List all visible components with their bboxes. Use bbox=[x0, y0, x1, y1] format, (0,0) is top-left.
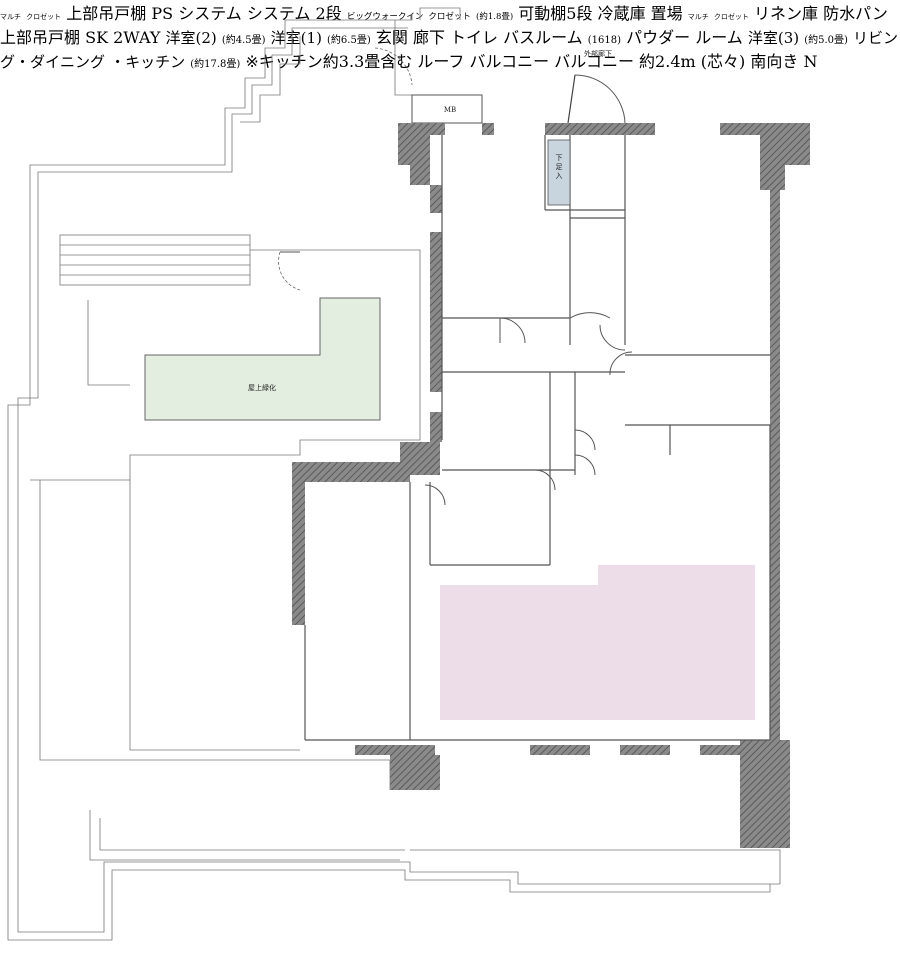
multi-closet-upper-line1: マルチ bbox=[0, 13, 21, 21]
ldk-note: ※キッチン約3.3畳含む bbox=[245, 52, 413, 71]
ldk-name1: リビング・ダイニング bbox=[0, 29, 899, 71]
system-storage-label-2: システム bbox=[246, 4, 311, 23]
waterproof-pan-label: 防水パン bbox=[823, 4, 888, 23]
roof-balcony-line1: ルーフ bbox=[417, 52, 465, 71]
waterproof-pan: 防水パン 上部吊戸棚 SK 2WAY 洋室(2) (約4.5畳) 洋室(1) (… bbox=[0, 4, 898, 71]
wic-line1: ビッグウォークイン bbox=[346, 12, 424, 22]
two-way-label: 2WAY bbox=[113, 28, 161, 47]
upper-shelf-box: 上部吊戸棚 PS システム システム 2段 ビッグウォークイン クロゼット (約… bbox=[0, 4, 898, 71]
western3-size: (約5.0畳) bbox=[804, 35, 848, 46]
south-label: 南向き bbox=[750, 52, 799, 71]
upper-cabinet-label: 上部吊戸棚 bbox=[0, 28, 81, 47]
shoe-storage-label: 下足入 bbox=[556, 154, 563, 180]
corridor-label: 廊下 bbox=[412, 28, 445, 47]
powder-line1: パウダー bbox=[626, 28, 691, 47]
rooftop-green-notch bbox=[144, 297, 381, 421]
sk-icon: SK 2WAY 洋室(2) (約4.5畳) 洋室(1) (約6.5畳) 玄関 廊… bbox=[0, 28, 898, 71]
fridge-line1: 冷蔵庫 bbox=[597, 4, 646, 23]
door-swings bbox=[424, 312, 633, 506]
multi-closet-upper-line2: クロゼット bbox=[26, 13, 62, 21]
outer-corridor-label: 外部廊下 bbox=[584, 49, 612, 58]
upper-shelf-label: 上部吊戸棚 bbox=[66, 4, 147, 23]
kitchen-sink: マルチ クロゼット リネン庫 防水パン 上部吊戸棚 SK 2WAY bbox=[0, 4, 898, 71]
mb-box bbox=[411, 94, 483, 124]
western3-name: 洋室(3) bbox=[747, 29, 800, 47]
walk-in-closet: 2段 ビッグウォークイン クロゼット (約1.8畳) 可動棚5段 冷蔵庫 置場 … bbox=[0, 4, 898, 71]
movable-shelf-label: 可動棚5段 bbox=[518, 4, 593, 23]
wic-size: (約1.8畳) bbox=[476, 12, 514, 22]
compass-north-label: N bbox=[803, 52, 818, 71]
western2-size: (約4.5畳) bbox=[221, 35, 266, 46]
terrace-outlines bbox=[7, 7, 781, 941]
fridge-line2: 置場 bbox=[650, 4, 683, 23]
mb-label: MB bbox=[444, 106, 456, 114]
toilet-label: トイレ bbox=[450, 28, 499, 47]
multi-closet-lower-line1: マルチ bbox=[687, 13, 709, 21]
multi-closet-upper: マルチ クロゼット 上部吊戸棚 PS システム システム 2段 ビッグウォークイ… bbox=[0, 4, 898, 71]
system-storage-label-1: システム bbox=[178, 4, 242, 23]
powder-line2: ルーム bbox=[695, 28, 743, 47]
system-storage-upper: システム システム 2段 ビッグウォークイン クロゼット (約1.8畳) 可動棚… bbox=[0, 4, 898, 71]
ps-label: PS bbox=[151, 4, 174, 23]
bath-size: (1618) bbox=[587, 35, 622, 46]
bath-name: バスルーム bbox=[503, 28, 583, 47]
wic-line2: クロゼット bbox=[428, 12, 471, 22]
ldk-area bbox=[440, 565, 755, 720]
rooftop-green-label: 屋上緑化 bbox=[248, 383, 276, 392]
system-storage-lower: システム システム 2段 ビッグウォークイン クロゼット (約1.8畳) 可動棚… bbox=[0, 4, 898, 71]
ps-box: PS システム システム 2段 ビッグウォークイン クロゼット (約1.8畳) … bbox=[0, 4, 898, 71]
fridge-space: 冷蔵庫 置場 マルチ クロゼット リネン庫 防水パン 上部吊戸棚 SK bbox=[0, 4, 898, 71]
ceiling-height-line1: 約2.4m bbox=[639, 52, 696, 71]
roof-balcony-line2: バルコニー bbox=[469, 52, 550, 71]
western1-name: 洋室(1) bbox=[270, 29, 322, 47]
ceiling-height-line2: (芯々) bbox=[700, 52, 746, 71]
multi-closet-lower-line2: クロゼット bbox=[713, 13, 749, 21]
toilet-fixture: PS システム システム 2段 ビッグウォークイン クロゼット (約1.8畳) … bbox=[0, 4, 898, 71]
western1-size: (約6.5畳) bbox=[327, 35, 371, 46]
western2-name: 洋室(2) bbox=[165, 29, 217, 47]
entrance-label: 玄関 bbox=[375, 28, 408, 47]
interior-walls bbox=[304, 135, 771, 741]
balcony-label: バルコニー bbox=[554, 52, 634, 71]
linen-storage: リネン庫 防水パン 上部吊戸棚 SK 2WAY 洋室(2) (約4.5畳) 洋室… bbox=[0, 4, 898, 71]
wic-tier-label: 2段 bbox=[315, 4, 342, 23]
washbasin-counter: 防水パン 上部吊戸棚 SK 2WAY 洋室(2) (約4.5畳) 洋室(1) (… bbox=[0, 4, 898, 71]
linen-label: リネン庫 bbox=[753, 4, 818, 23]
sk-label: SK bbox=[85, 28, 109, 47]
exterior-walls bbox=[292, 123, 810, 848]
closet-upper-pull: PS システム システム 2段 ビッグウォークイン クロゼット (約1.8畳) … bbox=[0, 4, 898, 71]
multi-closet-lower: マルチ クロゼット リネン庫 防水パン 上部吊戸棚 SK 2WAY bbox=[0, 4, 898, 71]
kitchen-counter: マルチ クロゼット リネン庫 防水パン 上部吊戸棚 SK 2WAY bbox=[0, 4, 898, 71]
shoe-storage bbox=[547, 139, 571, 206]
ldk-name2: ・キッチン bbox=[110, 53, 186, 71]
bathtub: PS システム システム 2段 ビッグウォークイン クロゼット (約1.8畳) … bbox=[0, 4, 898, 71]
ldk-size: (約17.8畳) bbox=[190, 59, 241, 70]
